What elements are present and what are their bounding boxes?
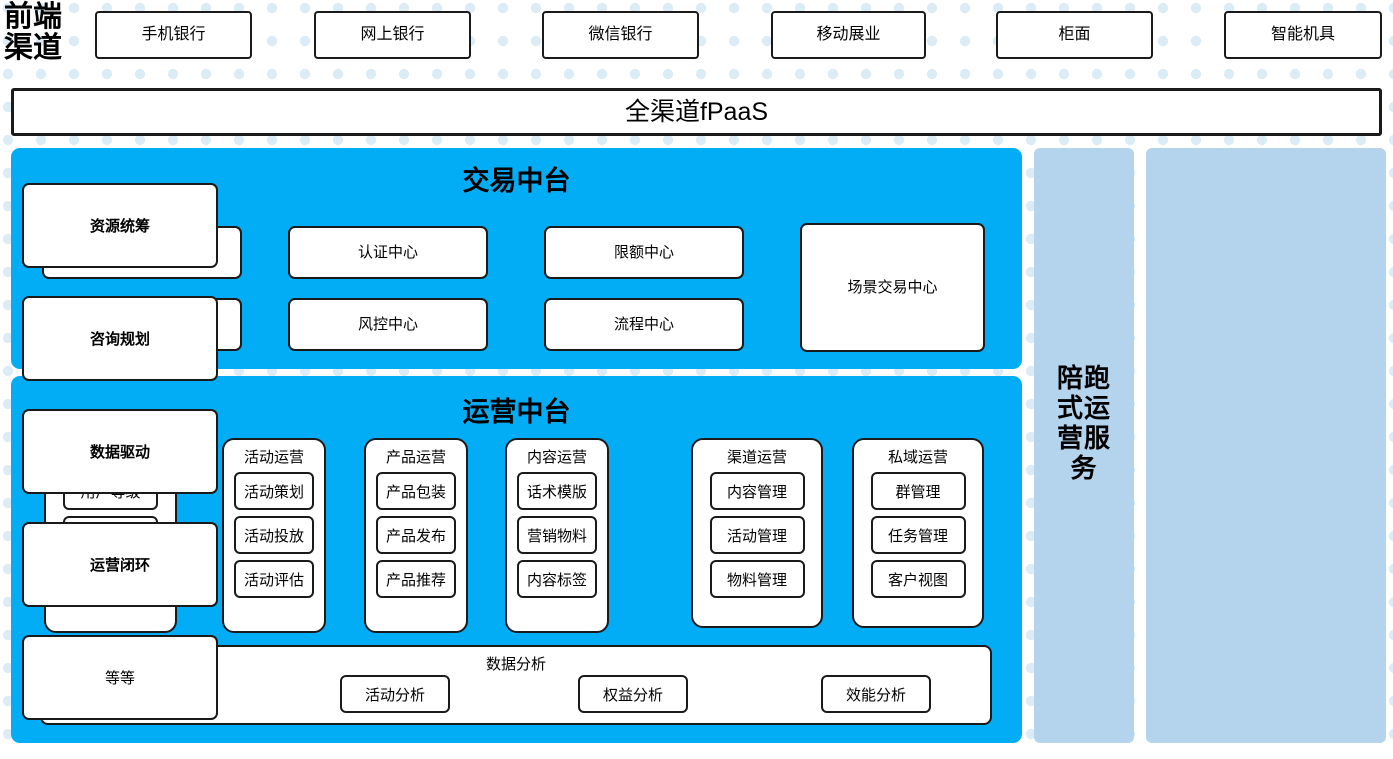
service-column-line-1: 陪跑 — [1056, 363, 1111, 393]
service-column-line-4: 务 — [1070, 453, 1098, 484]
channel-box-online-bank[interactable]: 网上银行 — [314, 11, 471, 59]
op-column-channel-operation[interactable]: 渠道运营 内容管理 活动管理 物料管理 — [691, 438, 823, 628]
op-item[interactable]: 客户视图 — [870, 560, 966, 598]
service-capability-etc[interactable]: 等等 — [22, 635, 218, 720]
service-capability-consulting-planning[interactable]: 咨询规划 — [22, 296, 218, 381]
service-capability-resource-coordination[interactable]: 资源统筹 — [22, 183, 218, 268]
op-item[interactable]: 群管理 — [870, 472, 966, 510]
tc-box-risk-center[interactable]: 风控中心 — [288, 298, 488, 351]
tc-box-auth-center[interactable]: 认证中心 — [288, 226, 488, 279]
front-channel-label: 前端渠道 — [4, 1, 63, 64]
tc-box-process-center[interactable]: 流程中心 — [544, 298, 744, 351]
channel-box-smart-device[interactable]: 智能机具 — [1224, 11, 1382, 59]
op-column-header: 私域运营 — [887, 449, 948, 466]
op-item[interactable]: 活动策划 — [234, 472, 314, 510]
op-item[interactable]: 产品发布 — [376, 516, 456, 554]
op-item[interactable]: 产品包装 — [376, 472, 456, 510]
op-column-private-domain-operation[interactable]: 私域运营 群管理 任务管理 客户视图 — [852, 438, 984, 628]
tc-box-limit-center[interactable]: 限额中心 — [544, 226, 744, 279]
op-item[interactable]: 活动投放 — [234, 516, 314, 554]
op-item[interactable]: 活动评估 — [234, 560, 314, 598]
op-item[interactable]: 任务管理 — [870, 516, 966, 554]
service-column-line-2: 式运 — [1056, 393, 1111, 424]
service-column-line-3: 营服 — [1056, 423, 1111, 454]
service-capabilities-panel — [1146, 148, 1386, 743]
channel-box-mobile-bank[interactable]: 手机银行 — [95, 11, 252, 59]
channel-box-counter[interactable]: 柜面 — [996, 11, 1153, 59]
service-capability-data-driven[interactable]: 数据驱动 — [22, 409, 218, 494]
omnichannel-fpaas-bar[interactable]: 全渠道fPaaS — [11, 88, 1382, 136]
service-column-text: 陪跑 式运 营服 务 — [1034, 363, 1134, 484]
op-item[interactable]: 物料管理 — [709, 560, 805, 598]
op-column-activity-operation[interactable]: 活动运营 活动策划 活动投放 活动评估 — [222, 438, 326, 633]
op-column-header: 产品运营 — [385, 449, 446, 466]
op-column-header: 内容运营 — [526, 449, 587, 466]
op-column-header: 活动运营 — [243, 449, 304, 466]
data-analysis-item-benefit[interactable]: 权益分析 — [578, 675, 688, 713]
op-item[interactable]: 活动管理 — [709, 516, 805, 554]
service-capability-operation-closed-loop[interactable]: 运营闭环 — [22, 522, 218, 607]
op-column-content-operation[interactable]: 内容运营 话术模版 营销物料 内容标签 — [505, 438, 609, 633]
data-analysis-item-efficiency[interactable]: 效能分析 — [821, 675, 931, 713]
channel-box-wechat-bank[interactable]: 微信银行 — [542, 11, 699, 59]
data-analysis-item-activity[interactable]: 活动分析 — [340, 675, 450, 713]
op-item[interactable]: 内容管理 — [709, 472, 805, 510]
op-item[interactable]: 话术模版 — [517, 472, 597, 510]
op-item[interactable]: 内容标签 — [517, 560, 597, 598]
op-item[interactable]: 营销物料 — [517, 516, 597, 554]
tc-box-scene-transaction-center[interactable]: 场景交易中心 — [800, 223, 985, 352]
op-column-header: 渠道运营 — [726, 449, 787, 466]
op-column-product-operation[interactable]: 产品运营 产品包装 产品发布 产品推荐 — [364, 438, 468, 633]
channel-box-mobile-field[interactable]: 移动展业 — [771, 11, 926, 59]
accompanying-operation-service-column: 陪跑 式运 营服 务 — [1034, 148, 1134, 743]
op-item[interactable]: 产品推荐 — [376, 560, 456, 598]
